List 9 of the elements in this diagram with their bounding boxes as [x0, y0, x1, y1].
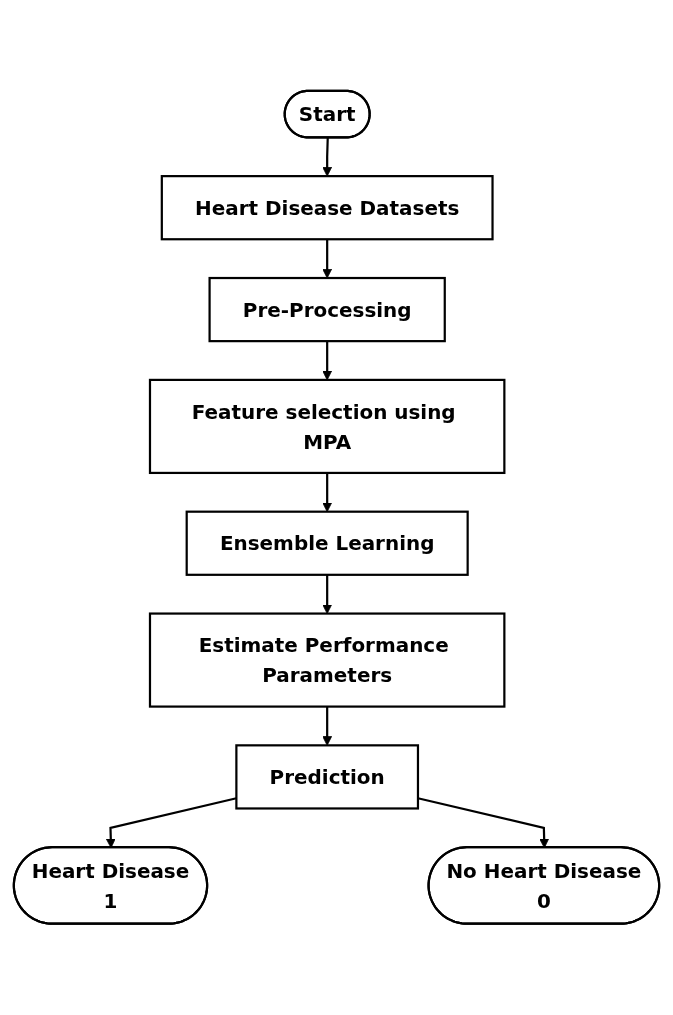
arrow	[322, 341, 333, 381]
node-box: Pre-Processing	[208, 277, 446, 343]
node-box: Heart Disease Datasets	[160, 175, 494, 241]
arrow	[322, 138, 333, 177]
node-box: Prediction	[235, 744, 420, 810]
node-box: Ensemble Learning	[185, 510, 469, 577]
node-box: Estimate Performance Parameters	[148, 612, 506, 708]
node-box: Feature selection using MPA	[148, 379, 506, 475]
arrow	[322, 239, 333, 279]
